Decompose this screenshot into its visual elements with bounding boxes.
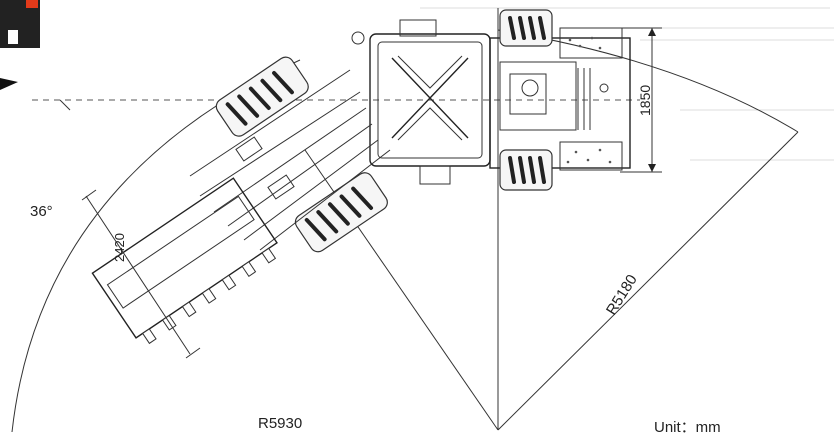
bucket bbox=[91, 177, 278, 345]
dimension-bucket bbox=[81, 189, 201, 359]
corner-decoration bbox=[0, 0, 40, 90]
radius-outer-label: R5930 bbox=[258, 415, 302, 432]
machine-cab bbox=[351, 19, 491, 185]
machine-rear bbox=[489, 27, 631, 171]
rear-tire-bottom bbox=[499, 149, 553, 191]
angle-label: 36° bbox=[30, 203, 53, 220]
front-tire-bottom bbox=[294, 172, 388, 253]
dimension-width bbox=[620, 27, 662, 173]
dimension-width-label: 1850 bbox=[637, 85, 653, 116]
radius-inner-label: R5180 bbox=[603, 272, 641, 318]
dimension-bucket-label: 2420 bbox=[112, 233, 127, 262]
rear-tire-top bbox=[499, 9, 553, 47]
radius-line-inner bbox=[497, 131, 799, 431]
unit-label: Unit：mm bbox=[654, 419, 721, 436]
front-tire-top bbox=[215, 56, 309, 137]
angle-tick bbox=[59, 99, 71, 111]
loader-arms bbox=[189, 69, 391, 251]
